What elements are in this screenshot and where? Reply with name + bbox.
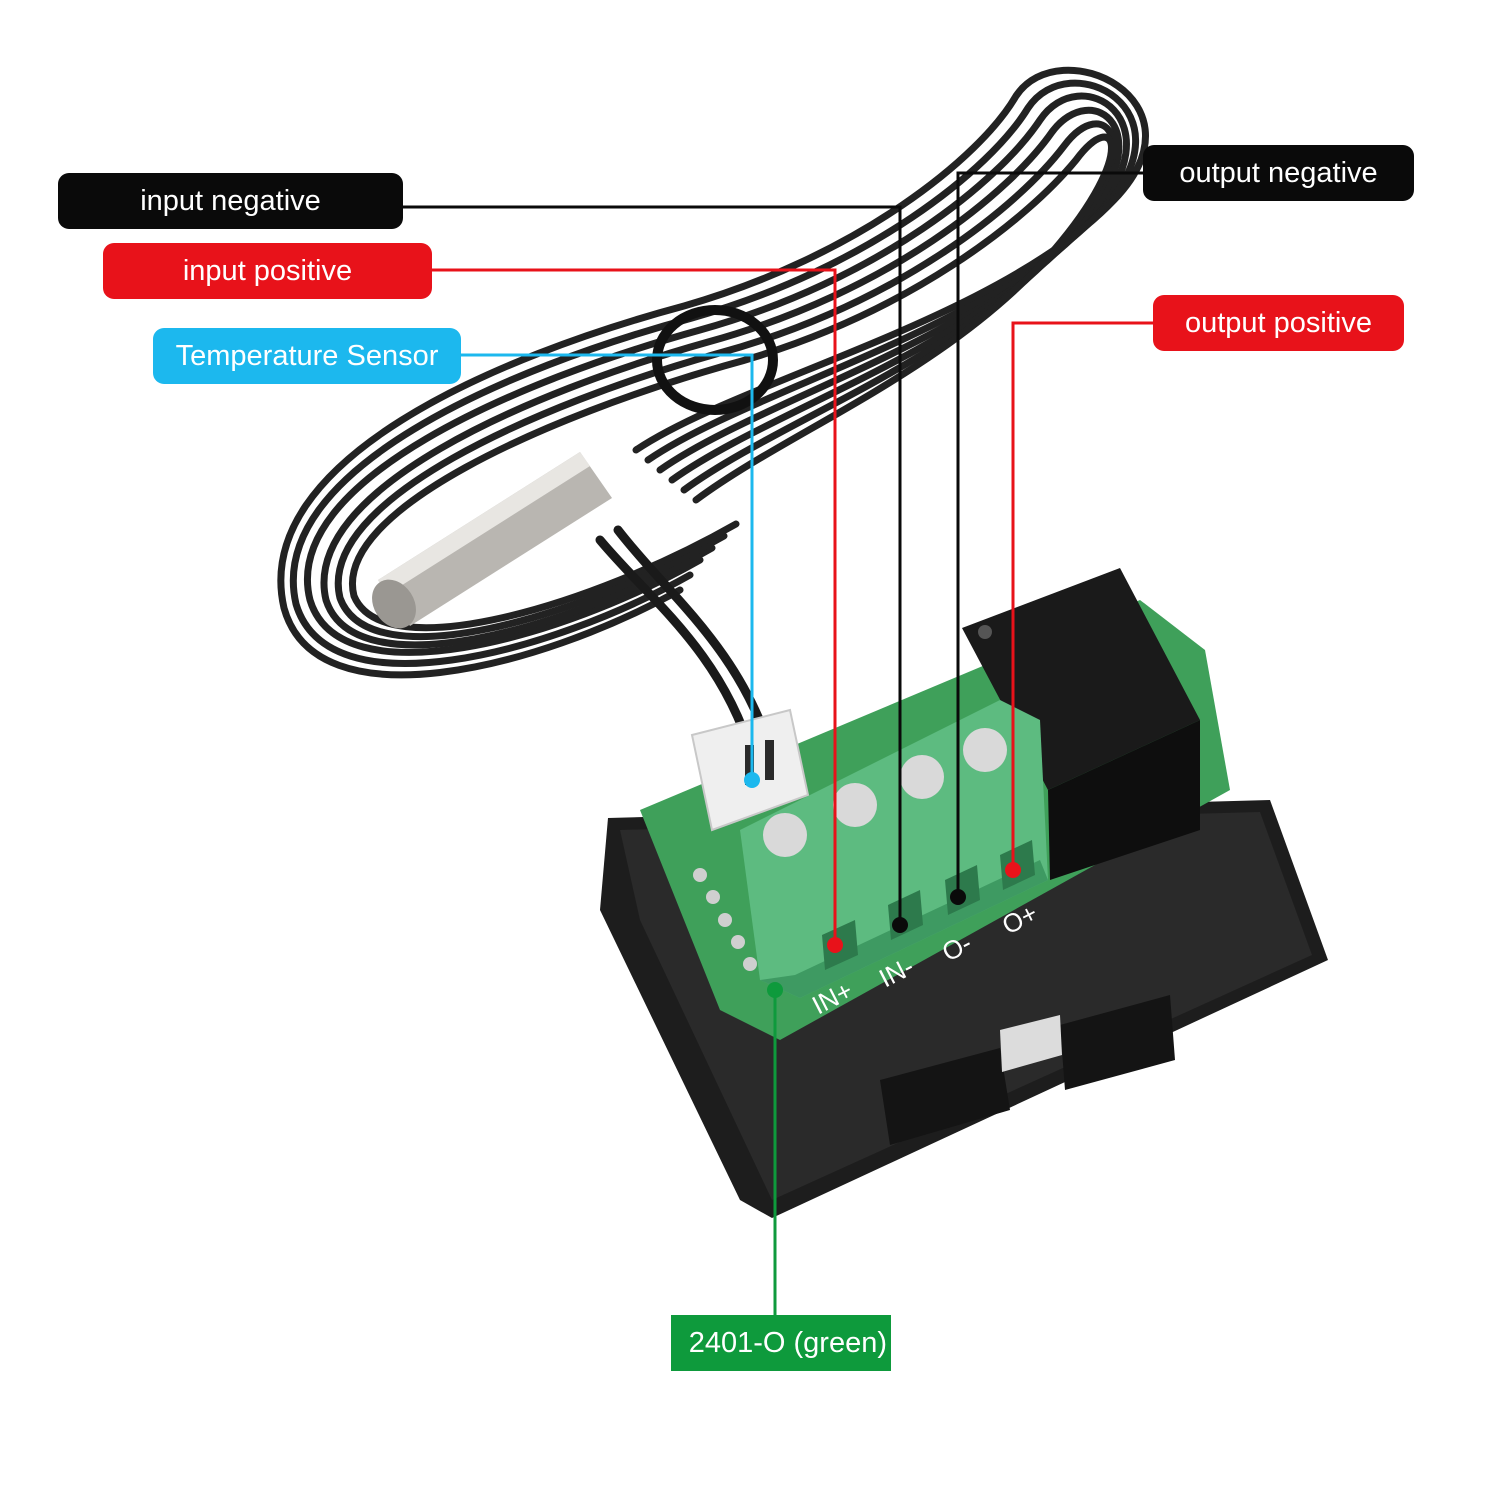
leader-dot-output-positive [1005,862,1021,878]
cable-tie [652,305,778,415]
label-temperature-sensor: Temperature Sensor [153,328,461,384]
leader-dot-model [767,982,783,998]
leader-dot-output-negative [950,889,966,905]
temperature-probe [372,452,612,629]
leader-dot-input-positive [827,937,843,953]
label-output-positive: output positive [1153,295,1404,351]
label-model: 2401-O (green) [671,1315,891,1371]
leader-line-output-positive [1011,321,1153,870]
label-input-negative: input negative [58,173,403,229]
label-input-positive: input positive [103,243,432,299]
sensor-lead-wires [595,525,777,760]
leader-line-input-negative [403,205,902,925]
leader-line-output-negative [956,171,1143,897]
leader-line-temperature-sensor [461,353,754,780]
leader-dot-input-negative [892,917,908,933]
leader-dot-temperature-sensor [744,772,760,788]
leader-line-input-positive [432,268,837,945]
sensor-connector [690,708,810,832]
label-output-negative: output negative [1143,145,1414,201]
header-pins [693,868,757,971]
